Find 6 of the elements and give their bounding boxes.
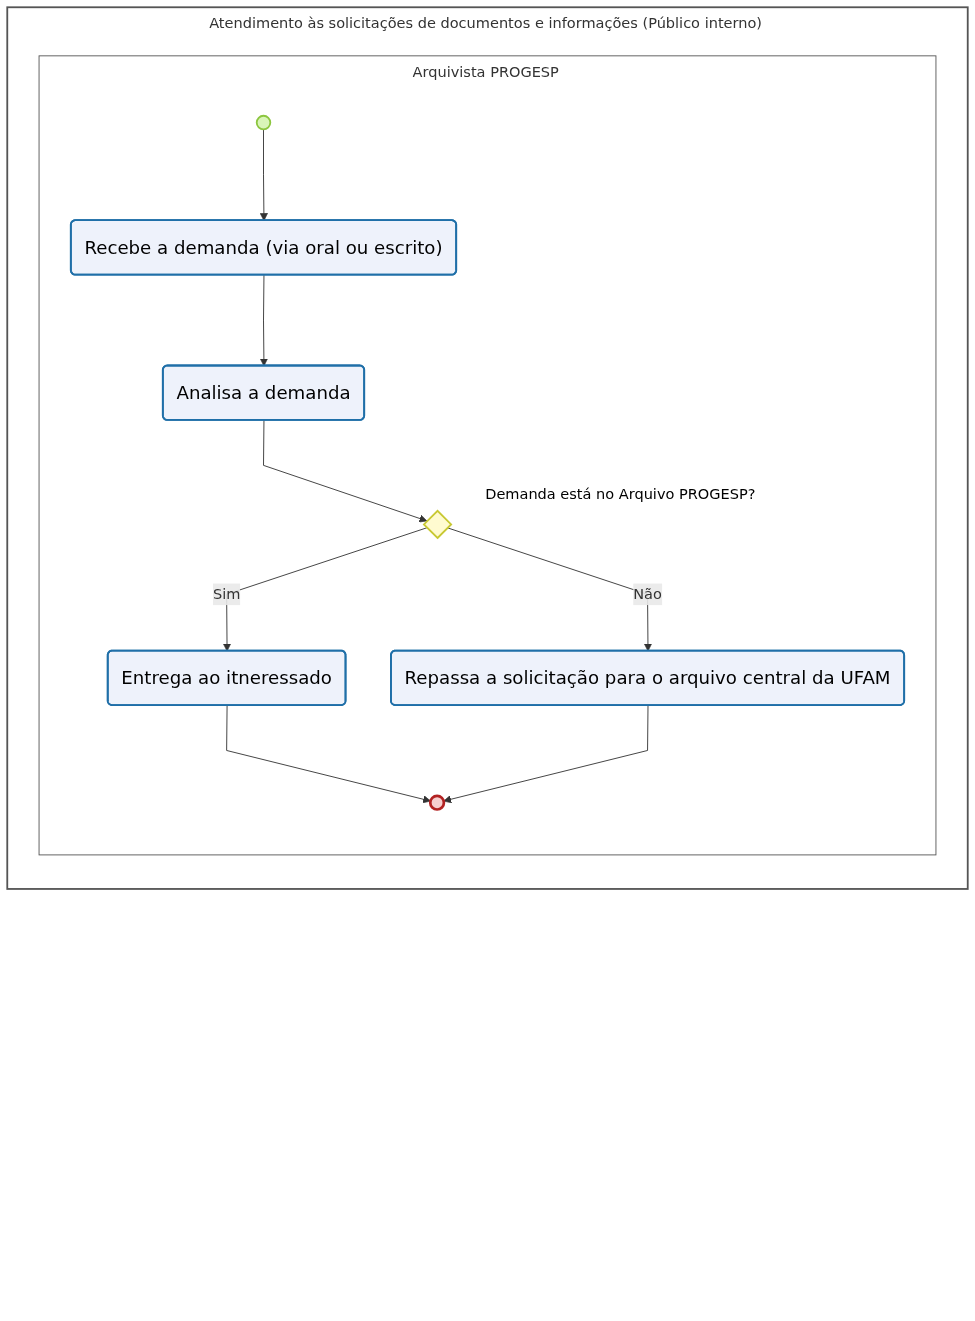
- node-circle: [255, 114, 272, 131]
- edge-label: Sim: [212, 585, 241, 603]
- node-diamond: [422, 509, 453, 540]
- node-circle: [428, 794, 446, 811]
- node-label: Demanda está no Arquivo PROGESP?: [485, 485, 756, 503]
- edge-label: Não: [633, 585, 662, 603]
